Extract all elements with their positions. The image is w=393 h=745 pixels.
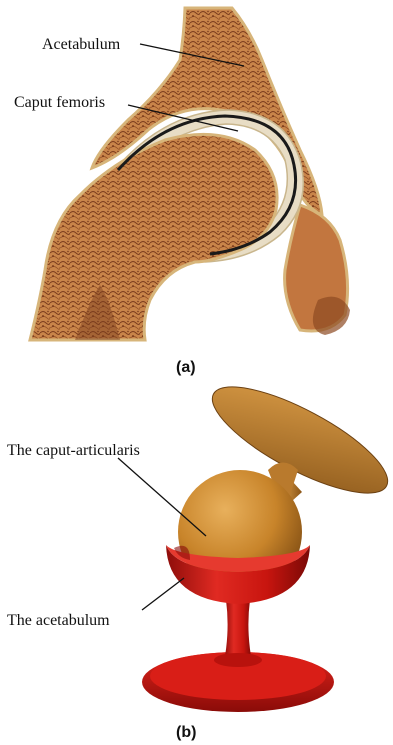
panel-b-caption: (b) <box>176 724 196 741</box>
panel-a-illustration <box>30 8 350 340</box>
ischium-hook <box>313 297 350 335</box>
femur-bone <box>30 134 277 340</box>
acetabulum-model-label: The acetabulum <box>7 612 110 629</box>
acetabulum-model-leader-line <box>142 578 184 610</box>
caput-femoris-label: Caput femoris <box>14 94 105 111</box>
caput-articularis-label: The caput-articularis <box>7 442 140 459</box>
panel-a-caption: (a) <box>176 359 196 376</box>
base-stem <box>224 600 252 662</box>
stem-collar <box>214 653 262 667</box>
panel-b-illustration <box>142 368 393 712</box>
acetabulum-label: Acetabulum <box>42 36 121 53</box>
